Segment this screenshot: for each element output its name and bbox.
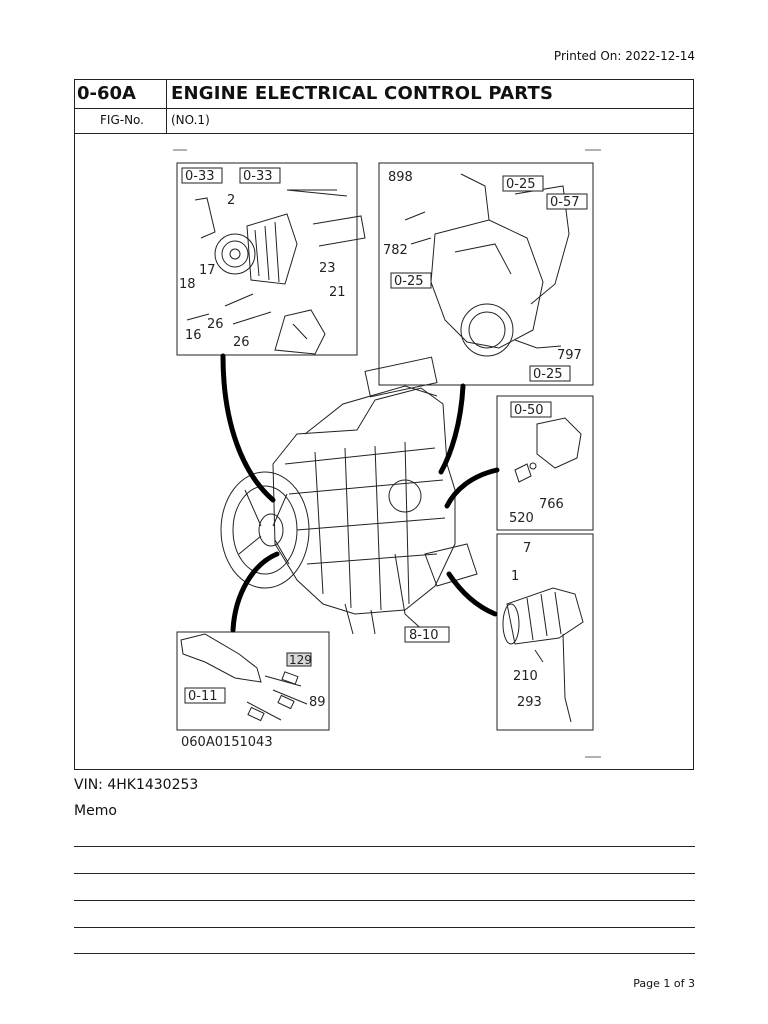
callout-16: 16	[185, 328, 202, 343]
callout-89: 89	[309, 695, 326, 710]
exploded-parts-diagram: 0-33 0-33 0-25 0-57 0-25 0-25 0-50 8-10 …	[173, 149, 601, 758]
fig-label: FIG-No.	[100, 113, 144, 127]
ref-harness: 8-10	[409, 628, 439, 643]
callout-26b: 26	[233, 335, 250, 350]
section-code: 0-60A	[77, 83, 136, 104]
ref-turbo-bottom: 0-25	[533, 367, 563, 382]
page-number: Page 1 of 3	[633, 977, 695, 990]
header-fig-row: FIG-No. (NO.1)	[75, 109, 693, 134]
vin-number: VIN: 4HK1430253	[74, 777, 199, 793]
code-cell: 0-60A	[75, 80, 167, 108]
callout-766: 766	[539, 497, 564, 512]
memo-line	[74, 873, 695, 874]
memo-line	[74, 927, 695, 928]
memo-label: Memo	[74, 803, 117, 819]
callout-21: 21	[329, 285, 346, 300]
callout-293: 293	[517, 695, 542, 710]
parts-sheet: 0-60A ENGINE ELECTRICAL CONTROL PARTS FI…	[74, 79, 694, 770]
fig-label-cell: FIG-No.	[75, 109, 167, 133]
callout-2: 2	[227, 193, 235, 208]
callout-18: 18	[179, 277, 196, 292]
callout-17: 17	[199, 263, 216, 278]
starter-detail-box	[496, 533, 594, 731]
callout-1: 1	[511, 569, 519, 584]
fig-number: (NO.1)	[171, 113, 210, 127]
printed-on-date: Printed On: 2022-12-14	[553, 49, 695, 63]
drawing-id: 060A0151043	[181, 735, 273, 750]
section-title: ENGINE ELECTRICAL CONTROL PARTS	[171, 83, 554, 104]
ref-alternator-right: 0-33	[243, 169, 273, 184]
callout-26a: 26	[207, 317, 224, 332]
sensor-detail-box	[496, 395, 594, 531]
callout-210: 210	[513, 669, 538, 684]
memo-line	[74, 846, 695, 847]
ref-alternator-left: 0-33	[185, 169, 215, 184]
turbo-detail-box	[378, 162, 594, 386]
callout-782: 782	[383, 243, 408, 258]
callout-7: 7	[523, 541, 531, 556]
ref-turbo-top: 0-25	[506, 177, 536, 192]
memo-line	[74, 900, 695, 901]
callout-23: 23	[319, 261, 336, 276]
callout-129: 129	[289, 653, 312, 667]
ref-turbo-right: 0-57	[550, 195, 580, 210]
callout-797: 797	[557, 348, 582, 363]
ref-glowplug: 0-11	[188, 689, 218, 704]
callout-898: 898	[388, 170, 413, 185]
memo-line	[74, 953, 695, 954]
callout-520: 520	[509, 511, 534, 526]
ref-turbo-left: 0-25	[394, 274, 424, 289]
ref-sensor: 0-50	[514, 403, 544, 418]
glowplug-detail-box	[176, 631, 330, 731]
header-title-row: 0-60A ENGINE ELECTRICAL CONTROL PARTS	[75, 80, 693, 109]
alternator-detail-box	[176, 162, 358, 356]
